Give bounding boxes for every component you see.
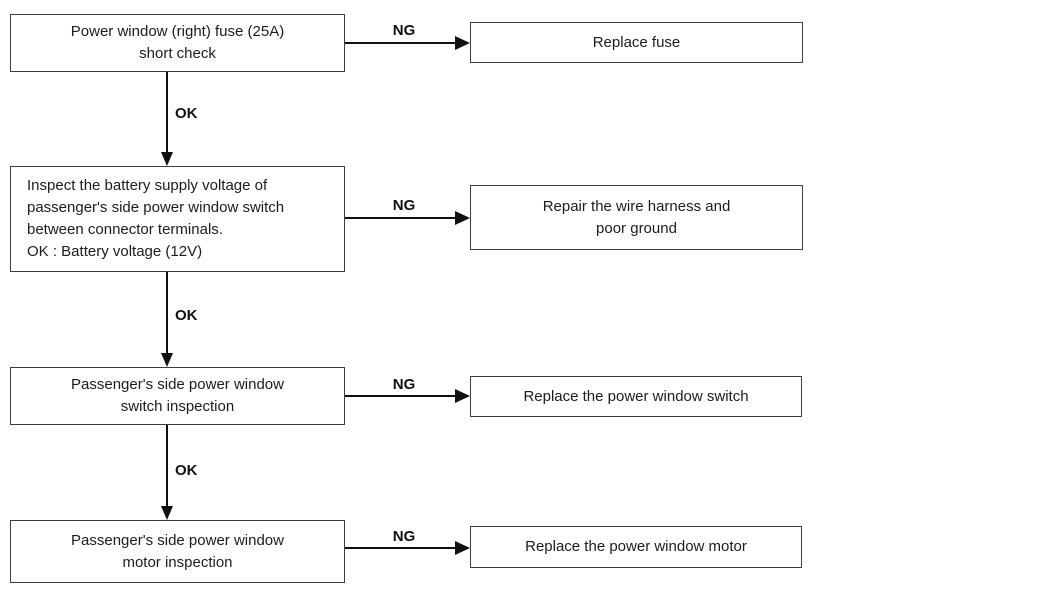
ng-label-2: NG — [392, 197, 416, 214]
ng-label-3: NG — [392, 376, 416, 393]
ng-connector-line-3 — [345, 395, 456, 397]
ng-connector-line-1 — [345, 42, 456, 44]
arrowhead-right-3 — [455, 389, 470, 403]
ng-label-1: NG — [392, 22, 416, 39]
ng-label-4: NG — [392, 528, 416, 545]
step-box-switch-inspection: Passenger's side power window switch ins… — [10, 367, 345, 425]
ok-label-3: OK — [175, 462, 198, 479]
arrowhead-right-2 — [455, 211, 470, 225]
ok-connector-line-3 — [166, 425, 168, 506]
arrowhead-down-1 — [161, 152, 173, 166]
arrowhead-right-1 — [455, 36, 470, 50]
ok-connector-line-1 — [166, 72, 168, 153]
result-box-repair-wire-harness: Repair the wire harness and poor ground — [470, 185, 803, 250]
step-box-motor-inspection: Passenger's side power window motor insp… — [10, 520, 345, 583]
arrowhead-down-3 — [161, 506, 173, 520]
arrowhead-down-2 — [161, 353, 173, 367]
arrowhead-right-4 — [455, 541, 470, 555]
result-box-replace-switch: Replace the power window switch — [470, 376, 802, 417]
result-box-replace-fuse: Replace fuse — [470, 22, 803, 63]
ng-connector-line-2 — [345, 217, 456, 219]
ng-connector-line-4 — [345, 547, 456, 549]
ok-connector-line-2 — [166, 272, 168, 353]
ok-label-2: OK — [175, 307, 198, 324]
ok-label-1: OK — [175, 105, 198, 122]
step-box-fuse-short-check: Power window (right) fuse (25A) short ch… — [10, 14, 345, 72]
result-box-replace-motor: Replace the power window motor — [470, 526, 802, 568]
step-box-battery-voltage-inspection: Inspect the battery supply voltage of pa… — [10, 166, 345, 272]
